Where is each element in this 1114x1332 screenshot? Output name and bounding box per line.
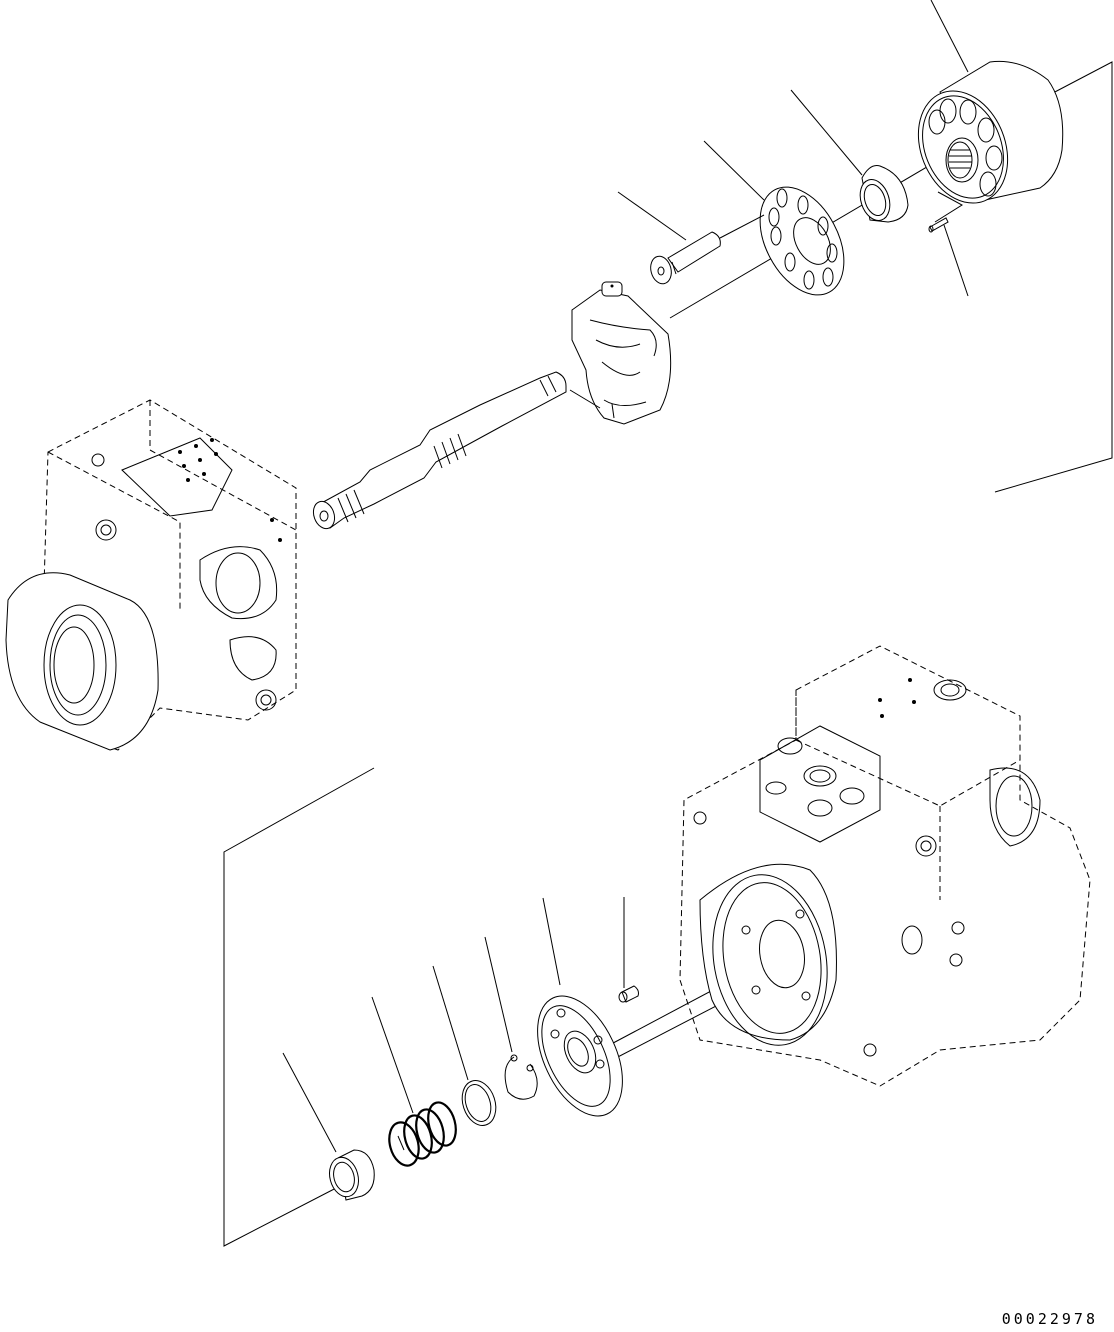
piston [617,191,765,285]
valve-plate [537,897,623,1117]
spring [371,996,457,1167]
drawing-id-label: 00022978 [1001,1310,1098,1328]
spherical-bushing [790,89,909,223]
washer [432,965,497,1126]
cylinder-block [917,0,1064,204]
snap-ring [484,936,538,1100]
dowel-pin [618,897,639,1003]
pump-case-rear [679,645,1091,1087]
retainer-plate [703,140,845,296]
drive-shaft [312,371,601,530]
pump-case-front [5,399,297,751]
rocker-cam [571,281,672,425]
pin [928,191,969,297]
seal [282,1052,375,1201]
lower-assembly-bracket [223,767,771,1247]
